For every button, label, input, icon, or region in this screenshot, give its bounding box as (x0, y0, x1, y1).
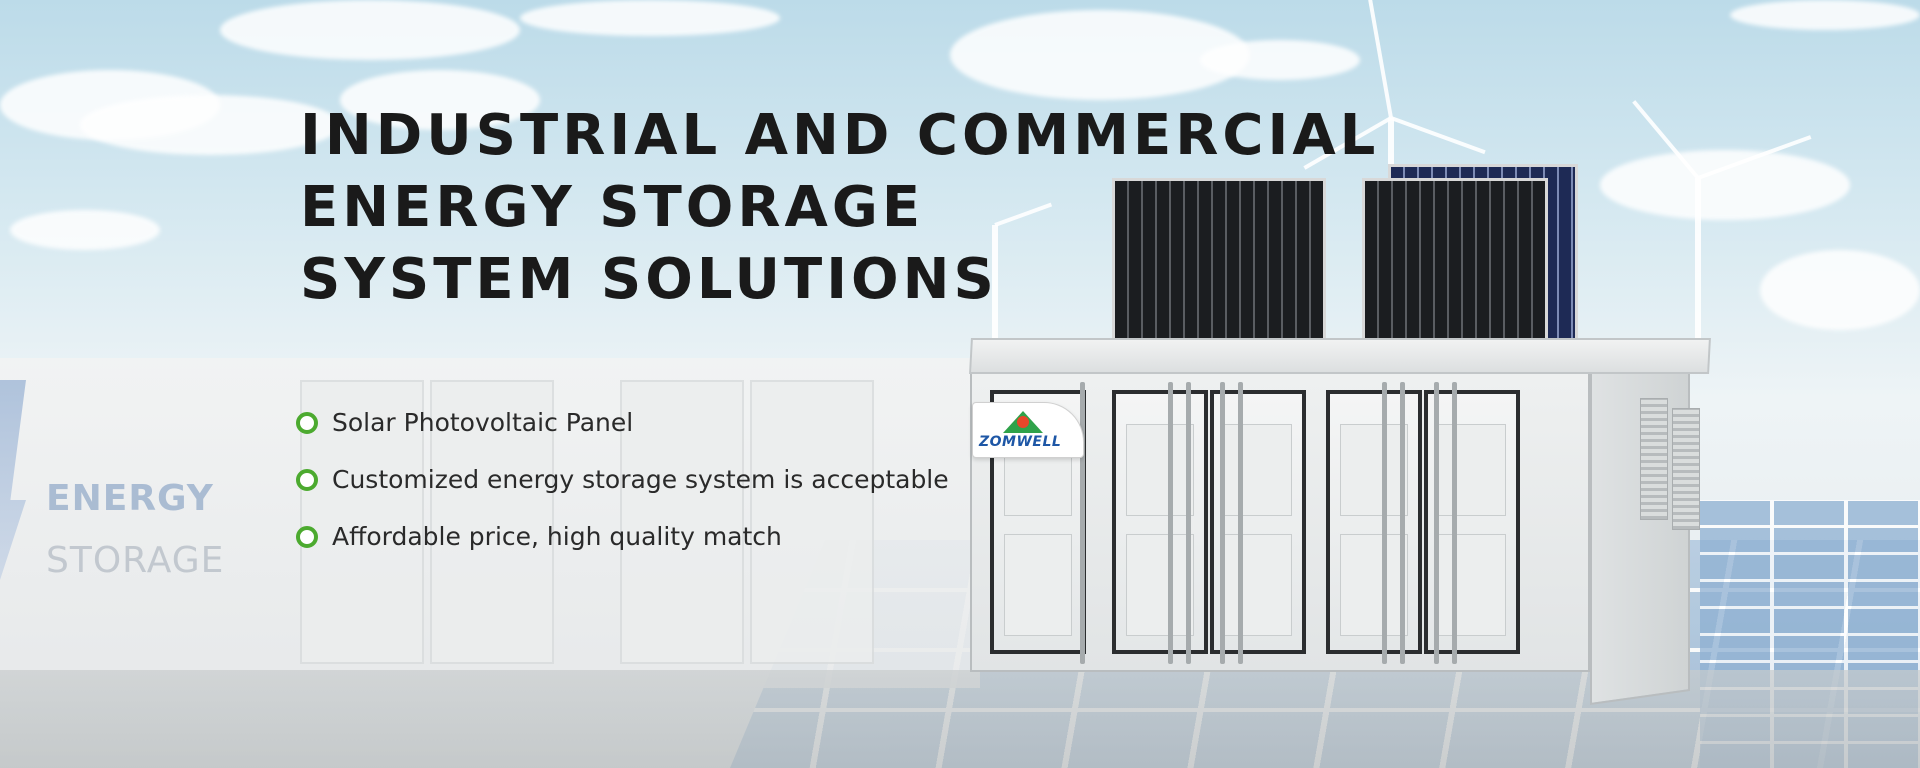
container-door (1210, 390, 1306, 654)
background-container-label: STORAGE (46, 540, 225, 581)
cloud (10, 210, 160, 250)
wind-turbine-pole (1695, 178, 1701, 368)
door-locking-rod (1434, 382, 1439, 664)
cloud (520, 0, 780, 36)
feature-text: Customized energy storage system is acce… (332, 465, 949, 494)
solar-panel-image (1362, 178, 1548, 364)
door-locking-rod (1168, 382, 1173, 664)
door-locking-rod (1238, 382, 1243, 664)
door-locking-rod (1220, 382, 1225, 664)
door-panel (1224, 424, 1292, 516)
door-panel (1340, 534, 1408, 636)
feature-text: Solar Photovoltaic Panel (332, 408, 634, 437)
container-vent (1672, 408, 1700, 530)
background-container-door (750, 380, 874, 664)
feature-list: Solar Photovoltaic Panel Customized ener… (296, 394, 949, 565)
feature-item: Customized energy storage system is acce… (296, 451, 949, 508)
door-panel (1438, 424, 1506, 516)
headline-line: SYSTEM SOLUTIONS (300, 247, 998, 312)
brand-logo: ZOMWELL (972, 402, 1084, 458)
door-panel (1224, 534, 1292, 636)
logo-sun-icon (1017, 416, 1029, 428)
door-locking-rod (1186, 382, 1191, 664)
door-panel (1438, 534, 1506, 636)
container-door (1112, 390, 1208, 654)
background-container-door (620, 380, 744, 664)
cloud (340, 70, 540, 130)
circle-bullet-icon (296, 525, 318, 548)
container-vent (1640, 398, 1668, 520)
container-door (1424, 390, 1520, 654)
door-panel (1126, 534, 1194, 636)
door-locking-rod (1382, 382, 1387, 664)
feature-item: Affordable price, high quality match (296, 508, 949, 565)
brand-name: ZOMWELL (979, 434, 1062, 450)
door-panel (1004, 534, 1072, 636)
cloud (950, 10, 1250, 100)
container-door (1326, 390, 1422, 654)
energy-storage-container-image (969, 338, 1711, 706)
door-locking-rod (1452, 382, 1457, 664)
door-panel (1340, 424, 1408, 516)
circle-bullet-icon (296, 468, 318, 491)
wind-turbine-pole (992, 225, 998, 365)
headline-line: INDUSTRIAL AND COMMERCIAL (300, 103, 1380, 168)
container-roof (969, 338, 1711, 374)
background-container-door (300, 380, 424, 664)
circle-bullet-icon (296, 411, 318, 434)
background-container-label: ENERGY (46, 478, 214, 519)
door-panel (1126, 424, 1194, 516)
cloud (1600, 150, 1850, 220)
door-locking-rod (1400, 382, 1405, 664)
cloud (1730, 0, 1920, 30)
hero-headline: INDUSTRIAL AND COMMERCIAL ENERGY STORAGE… (300, 100, 1379, 316)
door-locking-rod (1080, 382, 1085, 664)
feature-text: Affordable price, high quality match (332, 522, 782, 551)
cloud (80, 95, 340, 155)
wind-turbine-blade (1390, 116, 1486, 155)
feature-item: Solar Photovoltaic Panel (296, 394, 949, 451)
cloud (220, 0, 520, 60)
headline-line: ENERGY STORAGE (300, 175, 925, 240)
cloud (1760, 250, 1920, 330)
background-container-door (430, 380, 554, 664)
cloud (1200, 40, 1360, 80)
